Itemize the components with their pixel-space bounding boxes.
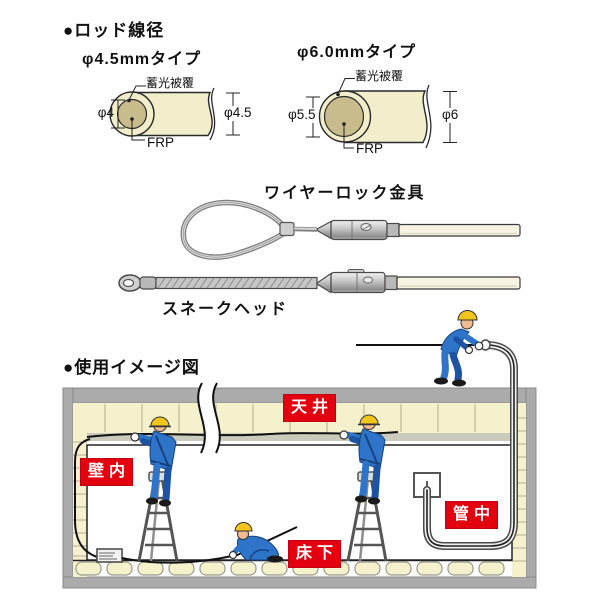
fitting-nose [316,220,332,240]
fitting-neck [386,222,400,238]
wire-lock-label: ワイヤーロック金具 [264,185,426,202]
fitting-nose [316,272,332,294]
rod-type-6-0-label: φ6.0mmタイプ [297,44,417,61]
ceiling-shadow [87,433,512,441]
worker-crouching [228,522,283,563]
conduit-pipe [423,341,518,550]
area-label-pipe: 管中 [445,501,499,529]
break-line [209,87,216,141]
rod-under-floor [121,555,233,564]
fitting-neck [384,275,398,291]
wire-lock-fitting-graphic [180,199,521,260]
rod-in-wall [74,438,98,558]
core-label-2: FRP [356,141,383,156]
outer-dia-1: φ4.5 [223,105,253,121]
fitting-body [330,219,388,241]
usage-section-heading: ●使用イメージ図 [63,358,200,377]
worker-on-roof [434,310,484,387]
core-dia-1: φ4 [97,105,114,120]
helmet-icon [457,310,478,321]
frp-rod [398,223,521,237]
glove [474,341,484,351]
glove [228,550,238,560]
break-squiggle [197,382,221,454]
rod-body [131,91,213,137]
frp-rod [396,276,521,290]
usage-illustration [62,310,537,589]
helmet-icon [234,522,253,532]
break-line [425,84,432,149]
outer-dia-2: φ6 [441,107,460,123]
fitting-body [330,271,386,294]
coating-label-1: 蓄光被覆 [146,76,195,90]
rod-cross-section-4-5mm [109,85,240,141]
glove [464,345,474,355]
snake-head-graphic [118,269,521,294]
left-wall-slab [62,387,74,589]
area-label-ceiling: 天井 [283,394,337,422]
rod-section-heading: ●ロッド線径 [63,21,165,40]
core-dia-2: φ5.5 [287,107,317,123]
rod-cross-section-6-0mm [306,78,457,149]
core-label-1: FRP [147,135,174,150]
rod-type-4-5-label: φ4.5mmタイプ [82,51,202,68]
area-label-floor: 床下 [288,540,342,568]
ferrule [279,221,295,237]
coating-label-2: 蓄光被覆 [355,69,404,83]
wire-loop [180,199,287,260]
snake-head-label: スネークヘッド [162,301,289,318]
floor-slab [62,576,537,589]
eye-collar [139,276,157,290]
dimension-lines [111,85,240,141]
area-label-wall: 壁内 [80,458,134,486]
right-wall-slab [525,387,537,589]
dimension-lines [306,78,457,149]
